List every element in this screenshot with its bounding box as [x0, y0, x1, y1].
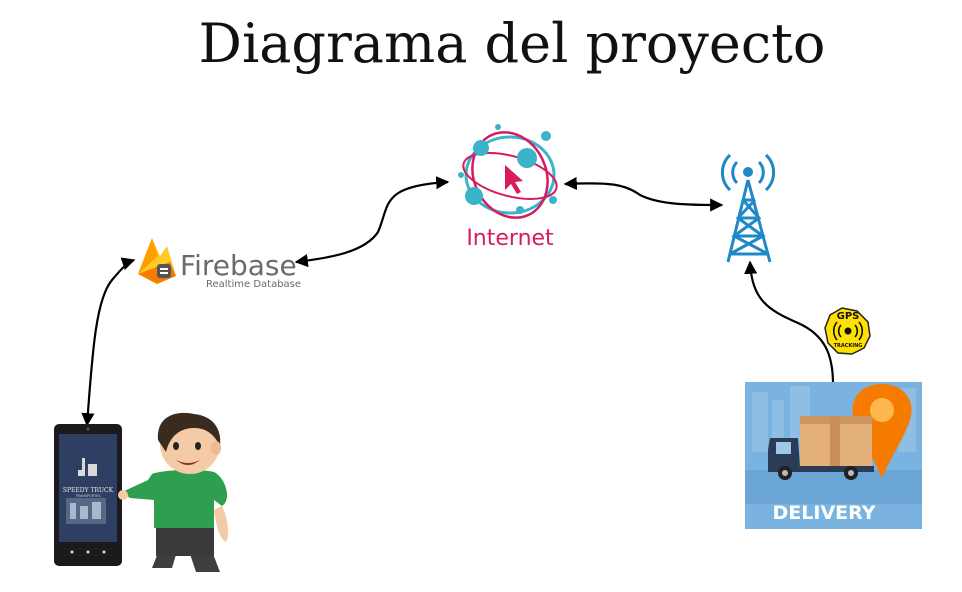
delivery-label: DELIVERY	[773, 502, 876, 524]
firebase-internet-connector	[294, 176, 450, 268]
user-cartoon-icon	[118, 412, 229, 572]
delivery-truck-icon	[768, 416, 874, 480]
diagram-title: Diagrama del proyecto	[199, 12, 826, 75]
gps-signal-icon	[832, 321, 864, 341]
internet-tower-connector	[563, 176, 724, 212]
gps-label: GPS	[837, 311, 860, 322]
connectors	[81, 176, 835, 427]
firebase-node: Firebase Realtime Database	[138, 238, 301, 290]
internet-globe-icon	[458, 124, 558, 219]
smartphone-icon: SPEEDY TRUCK TRANSPORTES	[54, 424, 122, 566]
app-logo-icon	[66, 458, 106, 524]
delivery-node: DELIVERY	[745, 382, 922, 529]
internet-node: Internet	[458, 124, 558, 251]
radio-tower-icon	[720, 153, 776, 263]
phone-app-title: SPEEDY TRUCK	[63, 487, 114, 494]
map-pin-icon	[852, 384, 912, 478]
firebase-flame-icon	[138, 238, 176, 284]
gps-sublabel: TRACKING	[834, 343, 863, 349]
phone-app-subtitle: TRANSPORTES	[74, 494, 101, 498]
internet-label: Internet	[466, 226, 554, 251]
delivery-tower-connector	[744, 260, 835, 385]
firebase-subtitle: Realtime Database	[206, 279, 301, 290]
firebase-label: Firebase	[180, 249, 297, 282]
gps-tracking-badge: GPS TRACKING	[824, 307, 871, 355]
phone-firebase-connector	[81, 257, 136, 427]
